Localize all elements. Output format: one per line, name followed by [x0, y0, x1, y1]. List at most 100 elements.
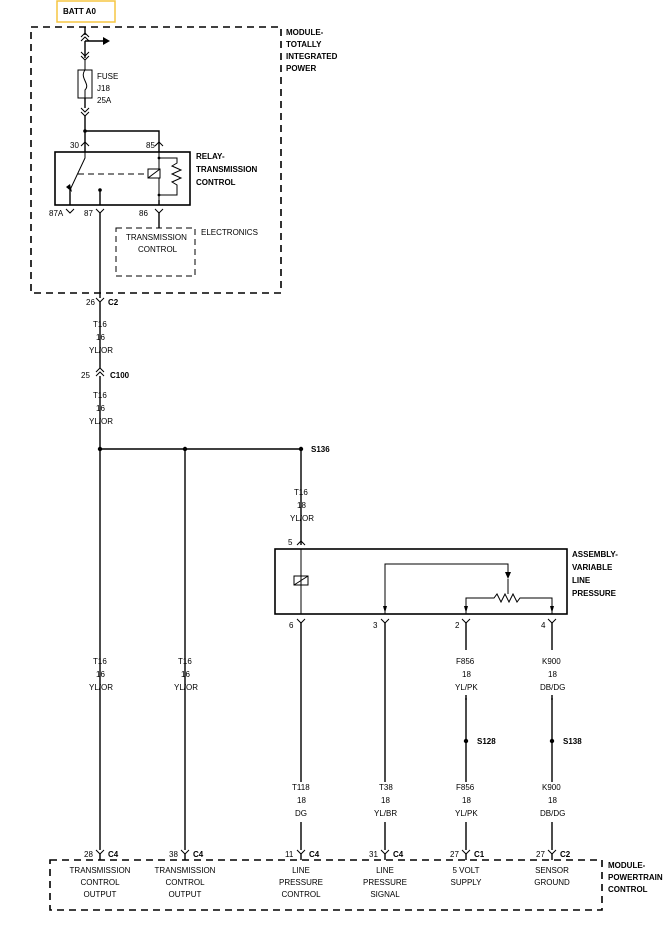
pcm-conn: C4: [193, 850, 204, 859]
relay-pin-87: 87: [84, 209, 93, 218]
pcm-desc-line: GROUND: [534, 878, 570, 887]
pcm-pin-desc-5: 5 VOLT SUPPLY: [451, 866, 483, 887]
pcm-desc-line: TRANSMISSION: [155, 866, 216, 875]
wire-code: T16: [93, 657, 107, 666]
wire-gauge: 16: [181, 670, 190, 679]
splice-s136: S136: [311, 445, 330, 454]
resistor-icon: [159, 157, 183, 196]
wire-label-t16-c: T16 18 YL/OR: [290, 488, 314, 523]
solenoid-icon: [293, 575, 309, 586]
wire-label-low-2: T38 18 YL/BR: [374, 783, 397, 818]
wire-code: T16: [178, 657, 192, 666]
vlp-name-line: VARIABLE: [572, 563, 613, 572]
pcm-pin: 11: [285, 850, 294, 859]
wire-color: YL/OR: [290, 514, 314, 523]
wire-gauge: 18: [381, 796, 390, 805]
wire-gauge: 18: [462, 796, 471, 805]
pcm-conn: C4: [393, 850, 404, 859]
wire-color: YL/OR: [89, 417, 113, 426]
wire-color: YL/OR: [174, 683, 198, 692]
wire-color: YL/OR: [89, 346, 113, 355]
connector-pin: 25: [81, 371, 90, 380]
relay-pin-87a: 87A: [49, 209, 64, 218]
relay-name-line: TRANSMISSION: [196, 165, 258, 174]
pcm-desc-line: 5 VOLT: [453, 866, 480, 875]
wire-label-low-4: K900 18 DB/DG: [540, 783, 565, 818]
pcm-pin: 27: [450, 850, 459, 859]
pcm-pin-desc-3: LINE PRESSURE CONTROL: [279, 866, 323, 899]
relay-transmission-control: 30 85 RELAY- TRANSMISSION CONTROL 87A 87…: [49, 131, 258, 218]
pcm-desc-line: PRESSURE: [279, 878, 323, 887]
wire-label-t16-b: T16 16 YL/OR: [89, 391, 113, 426]
pcm-connector-pins: 28 C4 38 C4 11 C4 31 C4 27 C1 27 C2: [84, 849, 571, 860]
wire-code: K900: [542, 657, 561, 666]
tce-label-line: CONTROL: [138, 245, 178, 254]
wire-gauge: 18: [297, 501, 306, 510]
pcm-name: MODULE- POWERTRAIN CONTROL: [608, 861, 663, 894]
pcm-conn: C4: [309, 850, 320, 859]
pcm-name-line: MODULE-: [608, 861, 646, 870]
pcm-desc-line: TRANSMISSION: [70, 866, 131, 875]
wire-color: YL/BR: [374, 809, 397, 818]
wire-gauge: 16: [96, 670, 105, 679]
pcm-desc-line: LINE: [376, 866, 394, 875]
vlp-pin: 3: [373, 621, 378, 630]
wire-label-mid-2: T16 16 YL/OR: [174, 657, 198, 692]
pcm-desc-line: SENSOR: [535, 866, 569, 875]
pcm-desc-line: LINE: [292, 866, 310, 875]
splice-s128: S128: [477, 737, 496, 746]
pcm-desc-line: CONTROL: [281, 890, 321, 899]
relay-box: [54, 151, 191, 206]
wire-gauge: 18: [462, 670, 471, 679]
connector-c2-top: 26 C2: [86, 297, 119, 307]
splice-dot: [463, 738, 469, 744]
pcm-pin-desc-1: TRANSMISSION CONTROL OUTPUT: [70, 866, 131, 899]
wire-label-low-1: T118 18 DG: [292, 783, 310, 818]
vlp-bottom-pins: 6 3 2 4: [289, 618, 557, 630]
pcm-conn: C4: [108, 850, 119, 859]
potentiometer-icon: [465, 592, 553, 614]
splice-dot: [549, 738, 555, 744]
vlp-pin: 6: [289, 621, 294, 630]
wire-label-mid-3: F856 18 YL/PK: [455, 657, 478, 692]
wire-color: YL/PK: [455, 683, 478, 692]
pcm-name-line: POWERTRAIN: [608, 873, 663, 882]
fuse-j18: FUSE J18 25A: [77, 60, 118, 105]
pcm-pin-desc-2: TRANSMISSION CONTROL OUTPUT: [155, 866, 216, 899]
wire-color: DB/DG: [540, 683, 565, 692]
wire-code: T16: [294, 488, 308, 497]
wire-label-mid-4: K900 18 DB/DG: [540, 657, 565, 692]
pcm-desc-line: SIGNAL: [370, 890, 400, 899]
wire-code: T16: [93, 391, 107, 400]
arrow-right-icon: [103, 37, 110, 45]
relay-name-line: CONTROL: [196, 178, 236, 187]
batt-feed: [80, 27, 110, 61]
assembly-variable-line-pressure: ASSEMBLY- VARIABLE LINE PRESSURE: [274, 548, 618, 615]
wire-color: DG: [295, 809, 307, 818]
wire-code: T16: [93, 320, 107, 329]
pcm-desc-line: CONTROL: [80, 878, 120, 887]
vlp-name-line: LINE: [572, 576, 591, 585]
relay-pin-85: 85: [146, 141, 155, 150]
wire-code: K900: [542, 783, 561, 792]
fuse-rating: 25A: [97, 96, 112, 105]
wire-gauge: 18: [548, 796, 557, 805]
connector-pin: 26: [86, 298, 95, 307]
wire-label-low-3: F856 18 YL/PK: [455, 783, 478, 818]
batt-label-box: [56, 0, 116, 23]
wire-code: T118: [292, 783, 310, 792]
tipm-name-line: MODULE-: [286, 28, 324, 37]
vlp-pin-top: 5: [288, 538, 293, 547]
pcm-desc-line: OUTPUT: [84, 890, 117, 899]
pcm-desc-line: CONTROL: [165, 878, 205, 887]
vlp-pin: 4: [541, 621, 546, 630]
tipm-name-line: INTEGRATED: [286, 52, 338, 61]
fuse-label: FUSE: [97, 72, 118, 81]
wire-gauge: 18: [297, 796, 306, 805]
wire-label-mid-1: T16 16 YL/OR: [89, 657, 113, 692]
tipm-name: MODULE- TOTALLY INTEGRATED POWER: [286, 28, 338, 73]
connector-name: C100: [110, 371, 130, 380]
pcm-conn: C2: [560, 850, 571, 859]
relay-pin-86: 86: [139, 209, 148, 218]
